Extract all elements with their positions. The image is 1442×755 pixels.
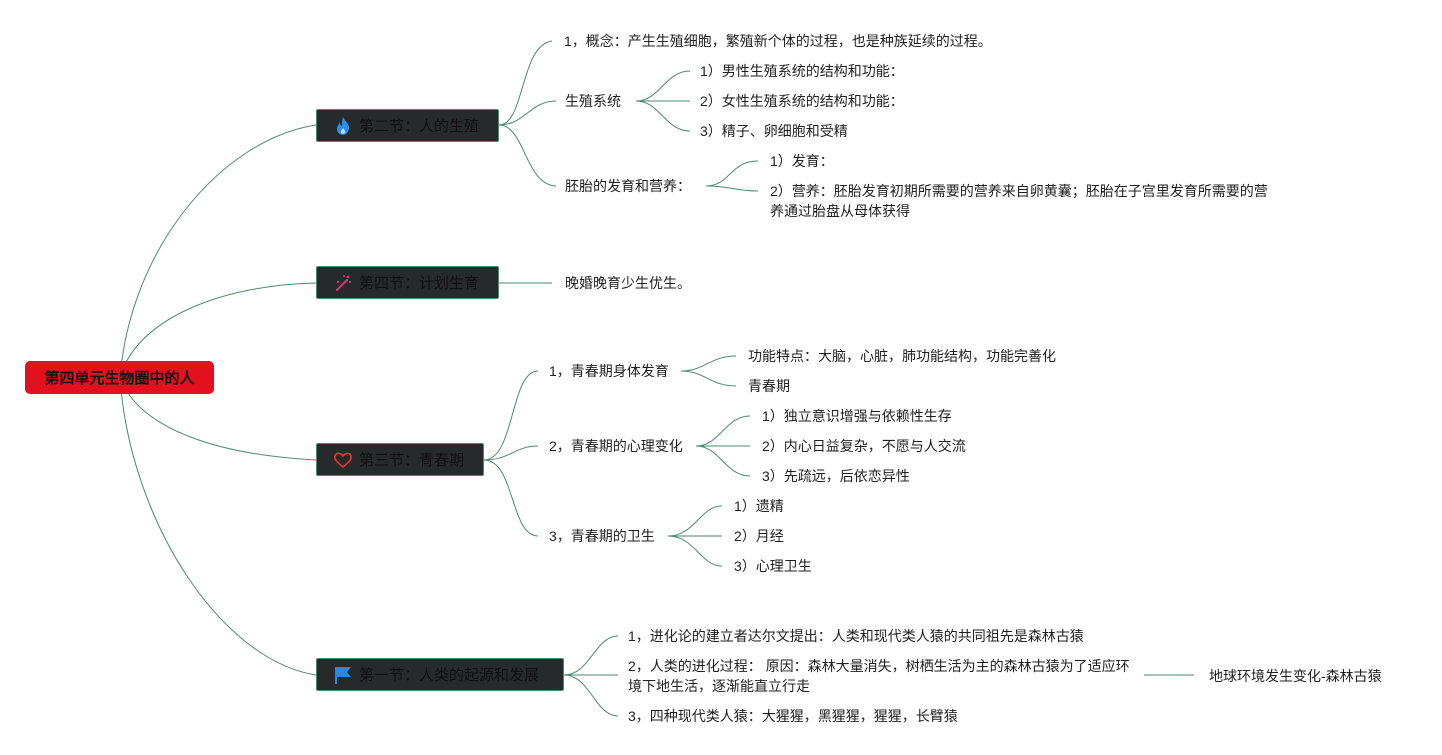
list-item[interactable]: 2）内心日益复杂，不愿与人交流: [762, 438, 966, 454]
flag-icon: [333, 665, 353, 685]
hygiene-node[interactable]: 3，青春期的卫生: [549, 528, 655, 544]
list-item[interactable]: 1）遗精: [734, 498, 784, 514]
section-node-adolescence[interactable]: 第三节：青春期: [316, 443, 484, 476]
list-item[interactable]: 3）先疏远，后依恋异性: [762, 468, 910, 484]
list-item[interactable]: 2）营养：胚胎发育初期所需要的营养来自卵黄囊；胚胎在子宫里发育所需要的营养通过胎…: [770, 183, 1268, 219]
section-label: 第四节：计划生育: [359, 275, 480, 292]
heart-icon: [333, 450, 353, 470]
list-item[interactable]: 3）精子、卵细胞和受精: [700, 123, 848, 139]
reproductive-system-node[interactable]: 生殖系统: [565, 93, 621, 109]
list-item[interactable]: 功能特点：大脑，心脏，肺功能结构，功能完善化: [748, 348, 1056, 364]
body-development-node[interactable]: 1，青春期身体发育: [549, 363, 669, 379]
concept-node[interactable]: 1，概念：产生生殖细胞，繁殖新个体的过程，也是种族延续的过程。: [564, 33, 992, 49]
list-item[interactable]: 3）心理卫生: [734, 558, 812, 574]
sparkle-icon: [333, 273, 353, 293]
list-item[interactable]: 3，四种现代类人猿：大猩猩，黑猩猩，猩猩，长臂猿: [628, 708, 958, 724]
fire-icon: [333, 116, 353, 136]
list-item[interactable]: 1）独立意识增强与依赖性生存: [762, 408, 952, 424]
section-node-family-planning[interactable]: 第四节：计划生育: [316, 266, 499, 299]
section-node-reproduction[interactable]: 第二节：人的生殖: [316, 109, 499, 142]
list-item[interactable]: 1）男性生殖系统的结构和功能：: [700, 63, 904, 79]
section-label: 第二节：人的生殖: [359, 118, 480, 135]
list-item[interactable]: 2）女性生殖系统的结构和功能：: [700, 93, 904, 109]
list-item[interactable]: 1，进化论的建立者达尔文提出：人类和现代类人猿的共同祖先是森林古猿: [628, 628, 1084, 644]
list-item[interactable]: 1）发育：: [770, 153, 834, 169]
mental-change-node[interactable]: 2，青春期的心理变化: [549, 438, 683, 454]
list-item[interactable]: 2，人类的进化过程： 原因：森林大量消失，树栖生活为主的森林古猿为了适应环境下地…: [628, 658, 1130, 694]
section-label: 第三节：青春期: [359, 452, 465, 469]
root-node[interactable]: 第四单元生物圈中的人: [25, 361, 214, 394]
embryo-node[interactable]: 胚胎的发育和营养：: [565, 178, 691, 194]
section-label: 第一节：人类的起源和发展: [359, 667, 540, 684]
list-item[interactable]: 2）月经: [734, 528, 784, 544]
list-item[interactable]: 青春期: [748, 378, 790, 394]
family-planning-note[interactable]: 晚婚晚育少生优生。: [565, 275, 691, 291]
section-node-human-origin[interactable]: 第一节：人类的起源和发展: [316, 658, 564, 691]
side-note[interactable]: 地球环境发生变化-森林古猿: [1209, 668, 1382, 684]
root-label: 第四单元生物圈中的人: [44, 370, 195, 387]
